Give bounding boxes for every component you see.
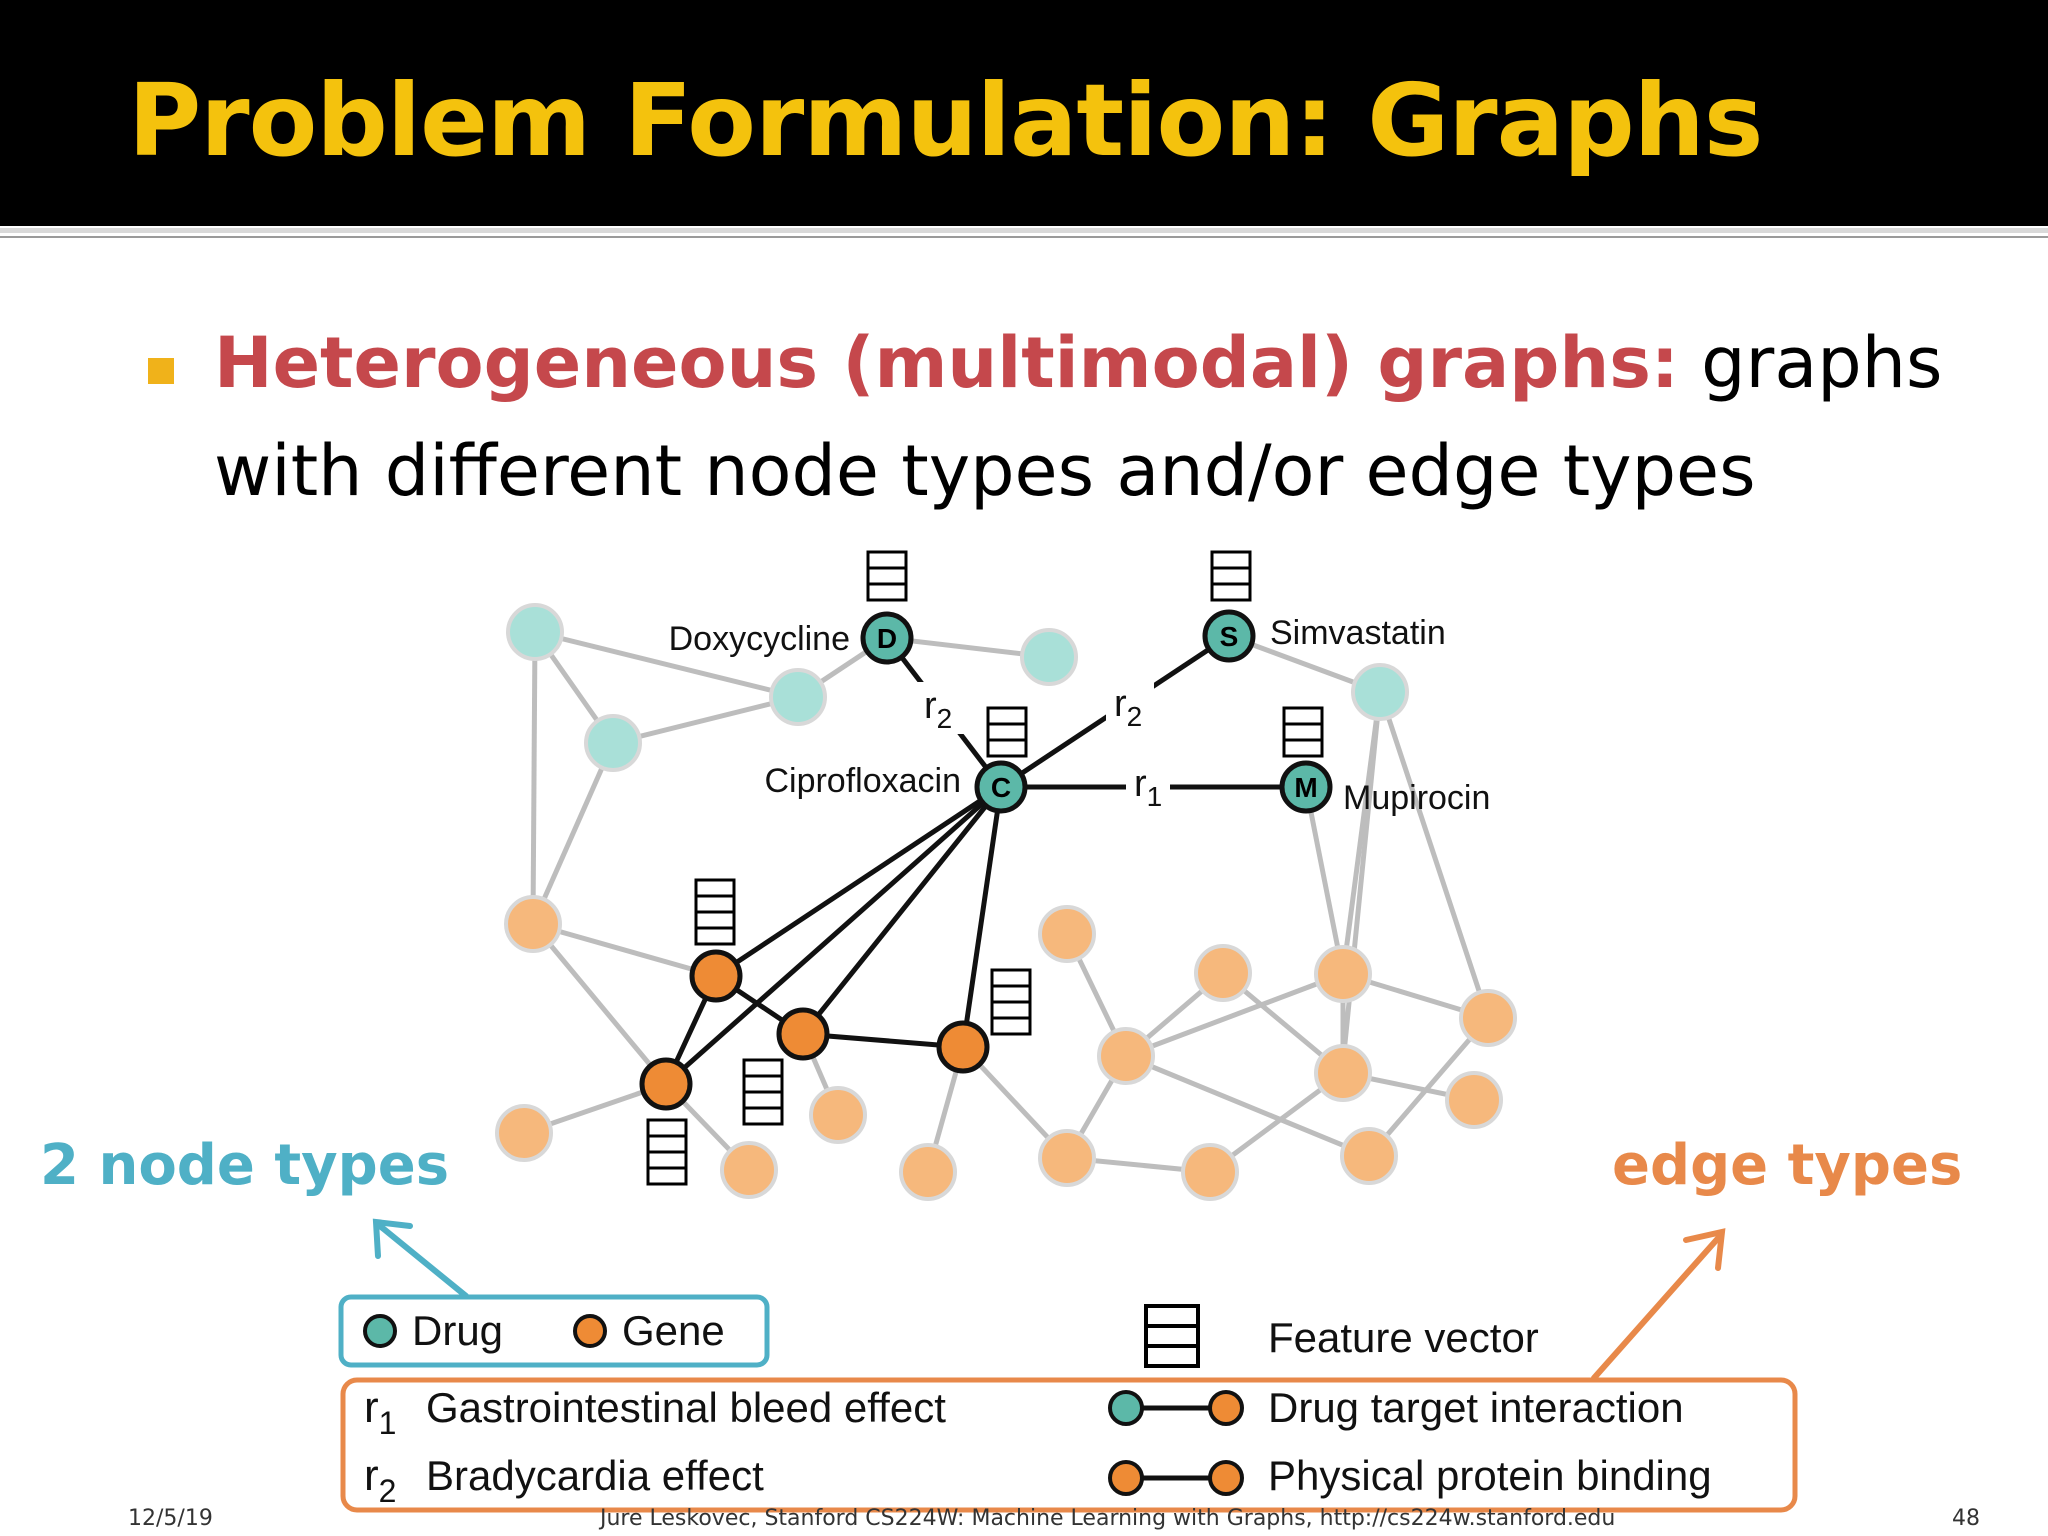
label-mupirocin: Mupirocin (1343, 779, 1490, 817)
drug-node-ciprofloxacin: C (974, 760, 1028, 814)
footer-date: 12/5/19 (128, 1506, 213, 1531)
feature-vector-icon (1210, 550, 1252, 602)
bullet-rest: graphs (1678, 322, 1943, 404)
edge-label-r2-simva: r2 (1106, 680, 1154, 732)
edge-types-arrow (1591, 1228, 1726, 1381)
title-divider (0, 228, 2048, 233)
svg-text:C: C (991, 772, 1011, 803)
label-simvastatin: Simvastatin (1270, 614, 1446, 652)
legend-protein-binding-icon (1108, 1460, 1244, 1496)
svg-text:S: S (1220, 621, 1239, 652)
feature-vector-icon (694, 878, 736, 946)
gene-nodes-dark (639, 949, 990, 1111)
bullet-marker (148, 358, 174, 384)
feature-vector-icon (646, 1118, 688, 1186)
gene-nodes-light (495, 895, 1517, 1201)
bullet-line-2: with different node types and/or edge ty… (214, 430, 1756, 512)
legend-r2-label: Bradycardia effect (426, 1452, 764, 1499)
edge-label-r2-doxy: r2 (916, 682, 964, 734)
legend-r1-symbol: r1 (364, 1383, 396, 1441)
legend-feature-vector-icon (1144, 1304, 1200, 1368)
node-types-arrow (372, 1218, 469, 1299)
legend-r1-label: Gastrointestinal bleed effect (426, 1384, 946, 1431)
feature-vector-icon (990, 968, 1032, 1036)
footer-credit: Jure Leskovec, Stanford CS224W: Machine … (600, 1506, 1616, 1531)
slide-title: Problem Formulation: Graphs (128, 62, 1763, 179)
legend-feature-vector-label: Feature vector (1268, 1314, 1539, 1361)
drug-nodes-light (506, 603, 1409, 772)
bullet-highlight: Heterogeneous (multimodal) graphs: (214, 322, 1679, 404)
drug-node-mupirocin: M (1279, 760, 1333, 814)
edge-legend-box (340, 1377, 1798, 1513)
feature-vector-icon (986, 706, 1028, 758)
svg-text:D: D (877, 623, 897, 654)
node-types-note: 2 node types (40, 1133, 450, 1198)
legend-protein-binding-label: Physical protein binding (1268, 1452, 1712, 1499)
svg-text:r2: r2 (1114, 683, 1142, 732)
legend-r2-symbol: r2 (364, 1451, 396, 1509)
legend-gene-label: Gene (622, 1307, 725, 1354)
legend-drug-target-icon (1108, 1390, 1244, 1426)
legend-drug-label: Drug (412, 1307, 503, 1354)
svg-text:r1: r1 (1134, 763, 1162, 812)
feature-vector-icon (742, 1058, 784, 1126)
legend-drug-target-label: Drug target interaction (1268, 1384, 1684, 1431)
feature-vector-icon (866, 550, 908, 602)
legend-gene-icon (573, 1314, 607, 1348)
edge-label-r1: r1 (1126, 762, 1170, 814)
page-number: 48 (1952, 1506, 1980, 1531)
label-ciprofloxacin: Ciprofloxacin (764, 762, 961, 800)
edge-types-note: edge types (1612, 1133, 1963, 1198)
relation-edges (663, 633, 1306, 1086)
bullet-line-1: Heterogeneous (multimodal) graphs: graph… (214, 322, 1943, 404)
title-divider-thin (0, 236, 2048, 238)
label-doxycycline: Doxycycline (669, 620, 850, 658)
title-bar (0, 0, 2048, 226)
legend-drug-icon (363, 1314, 397, 1348)
svg-text:M: M (1294, 772, 1317, 803)
drug-node-doxycycline: D (860, 611, 914, 665)
node-legend-box (338, 1294, 770, 1368)
drug-node-simvastatin: S (1202, 609, 1256, 663)
feature-vector-icon (1282, 706, 1324, 758)
svg-text:r2: r2 (924, 685, 952, 734)
